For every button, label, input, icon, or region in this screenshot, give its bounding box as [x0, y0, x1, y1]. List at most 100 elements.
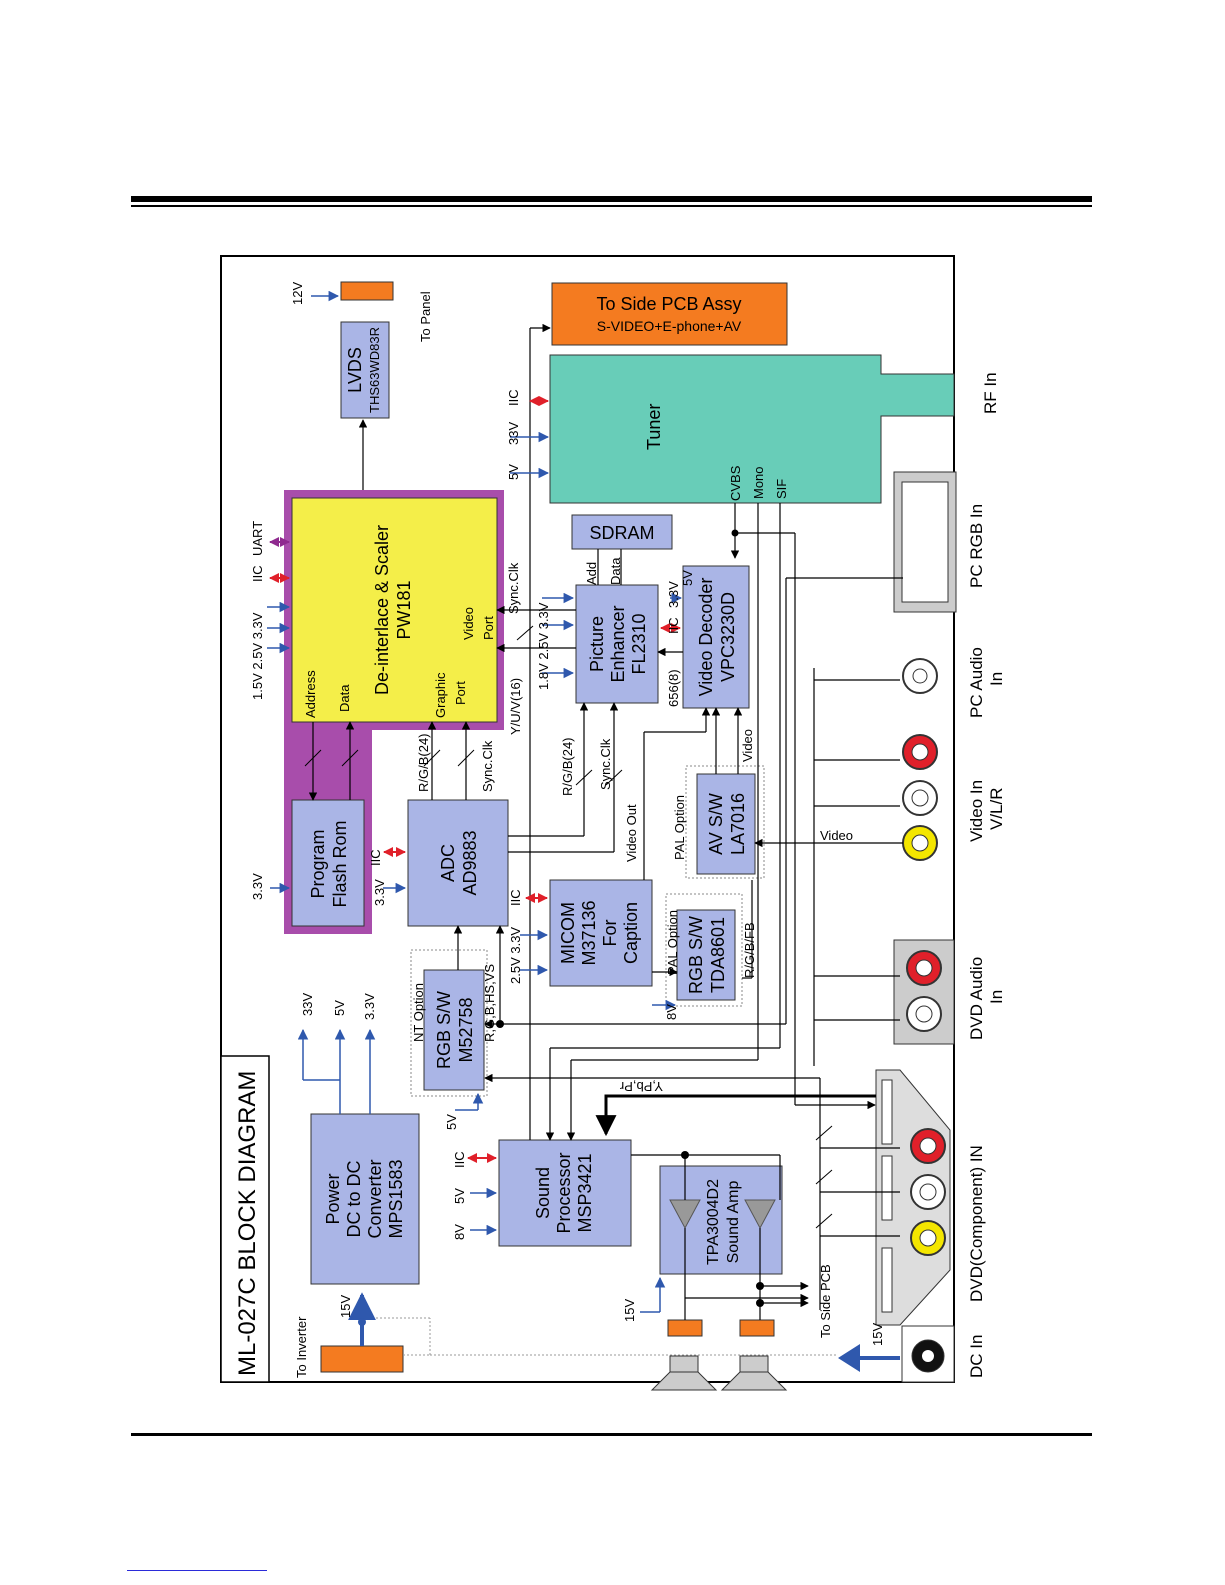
label-dc-15v: 15V — [870, 1323, 885, 1346]
title-box — [220, 1055, 270, 1383]
decoder-name: Video Decoder — [696, 578, 716, 697]
component-slot-3 — [881, 1247, 893, 1313]
enhancer-block — [575, 584, 659, 704]
video-in-jack-white — [902, 780, 938, 816]
label-power-15v: 15V — [338, 1295, 353, 1318]
enhancer-name2: Enhancer — [608, 605, 628, 682]
power-part: MPS1583 — [386, 1159, 406, 1238]
amp-name: Sound Amp — [725, 1181, 742, 1264]
speaker-connector-2 — [739, 1319, 775, 1337]
label-sound-8v: 8V — [452, 1224, 467, 1240]
component-slot-1 — [881, 1079, 893, 1145]
power-name3: Converter — [365, 1159, 385, 1238]
amp-triangle-2 — [744, 1199, 776, 1230]
video-in-jack-yellow — [902, 825, 938, 861]
label-sound-iic: IIC — [452, 1151, 467, 1168]
scaler-graphic-port-label2: Port — [453, 681, 468, 705]
label-power-5v: 5V — [332, 1000, 347, 1016]
label-flash-33v: 3.3V — [250, 873, 265, 900]
flash-name: Program — [308, 829, 328, 898]
sdram-add-label: Add — [584, 562, 599, 585]
rgb-sw-pal-name: RGB S/W — [686, 916, 706, 994]
label-rgb-pal-8v: 8V — [664, 1004, 679, 1020]
diagram-title: ML-027C BLOCK DIAGRAM — [234, 1071, 261, 1376]
sound-block — [498, 1139, 632, 1247]
label-to-panel: To Panel — [418, 291, 433, 342]
pc-audio-in-label: PC Audio — [967, 647, 986, 718]
i2c-arrows — [269, 396, 681, 1163]
pal-option-label-rgb: PAL Option — [665, 910, 680, 975]
micom-name: MICOM — [558, 902, 578, 964]
tuner-pin-cvbs: CVBS — [728, 465, 743, 501]
pc-audio-jack — [902, 658, 938, 694]
scaler-name: De-interlace & Scaler — [372, 525, 392, 695]
flash-name2: Flash Rom — [330, 820, 350, 907]
adc-part: AD9883 — [460, 830, 480, 895]
av-sw-block — [696, 773, 756, 875]
dc-power-arrow — [348, 1292, 900, 1372]
lvds-name: LVDS — [345, 347, 365, 393]
component-jack-white — [910, 1174, 946, 1210]
dc-in-jack — [911, 1339, 945, 1373]
power-name2: DC to DC — [344, 1160, 364, 1237]
lvds-block — [340, 321, 390, 419]
power-name: Power — [323, 1173, 343, 1224]
scaler-block — [291, 497, 498, 723]
label-enhancer-supply: 1.8V 2.5V 3.3V — [536, 602, 551, 690]
panel-connector — [340, 281, 394, 301]
label-nt-5v: 5V — [444, 1114, 459, 1130]
label-scaler-iic: IIC — [250, 565, 265, 582]
video-in-label: Video In — [967, 780, 986, 842]
scaler-part: PW181 — [394, 580, 414, 639]
label-amp-15v: 15V — [622, 1299, 637, 1322]
footer-link-underline — [127, 1570, 267, 1571]
label-sync-clk-video: Sync.Clk — [506, 562, 521, 614]
dvd-audio-in-label2: In — [987, 990, 1006, 1004]
tuner-block — [549, 354, 955, 504]
decoder-block — [682, 565, 750, 709]
label-yuv16: Y/U/V(16) — [508, 678, 523, 735]
label-12v: 12V — [290, 282, 305, 305]
speaker-icon — [650, 1355, 788, 1391]
inverter-connector — [320, 1345, 404, 1373]
rgb-sw-nt-name: RGB S/W — [434, 991, 454, 1069]
label-micom-supply: 2.5V 3.3V — [508, 927, 523, 984]
av-sw-part: LA7016 — [728, 793, 748, 855]
label-tuner-5v: 5V — [506, 464, 521, 480]
label-flash-iic: IIC — [368, 849, 383, 866]
dvd-audio-jack-red — [906, 950, 942, 986]
scaler-address-label: Address — [303, 670, 318, 718]
video-in-label2: V/L/R — [987, 787, 1006, 830]
label-decoder-iic: IIC — [666, 617, 681, 634]
diagram-frame — [220, 255, 955, 1383]
power-block — [310, 1113, 420, 1285]
enhancer-name: Picture — [587, 616, 607, 672]
micom-for: For — [600, 919, 620, 946]
label-micom-iic: IIC — [508, 889, 523, 906]
adc-name: ADC — [438, 844, 458, 882]
component-jack-yellow — [910, 1220, 946, 1256]
dvd-audio-in-label: DVD Audio — [967, 957, 986, 1040]
speaker-connector-1 — [667, 1319, 703, 1337]
nt-option-label: NT Option — [411, 983, 426, 1042]
scaler-data-label: Data — [337, 684, 352, 712]
label-power-3v3: 3.3V — [362, 993, 377, 1020]
sdram-data-label: Data — [608, 557, 623, 585]
ypbpr-bus — [595, 1094, 876, 1137]
scaler-graphic-port-label: Graphic — [433, 672, 448, 718]
dvd-component-in-label: DVD(Component) IN — [967, 1145, 986, 1302]
dc-in-label: DC In — [967, 1335, 986, 1378]
label-sound-5v: 5V — [452, 1188, 467, 1204]
label-adc-33v: 3.3V — [372, 879, 387, 906]
label-ypbpr: Y,Pb,Pr — [619, 1079, 663, 1094]
pal-option-label-av: PAL Option — [672, 795, 687, 860]
decoder-part: VPC3230D — [718, 592, 738, 682]
scaler-video-port-label2: Port — [481, 616, 496, 640]
sound-name: Sound — [533, 1167, 553, 1219]
amp-part: TPA3004D2 — [705, 1179, 722, 1265]
rgb-sw-nt-block — [423, 969, 485, 1091]
lvds-part: THS63WD83R — [367, 327, 382, 413]
micom-part: M37136 — [579, 900, 599, 965]
pal-option-box-rgb — [665, 893, 743, 1007]
